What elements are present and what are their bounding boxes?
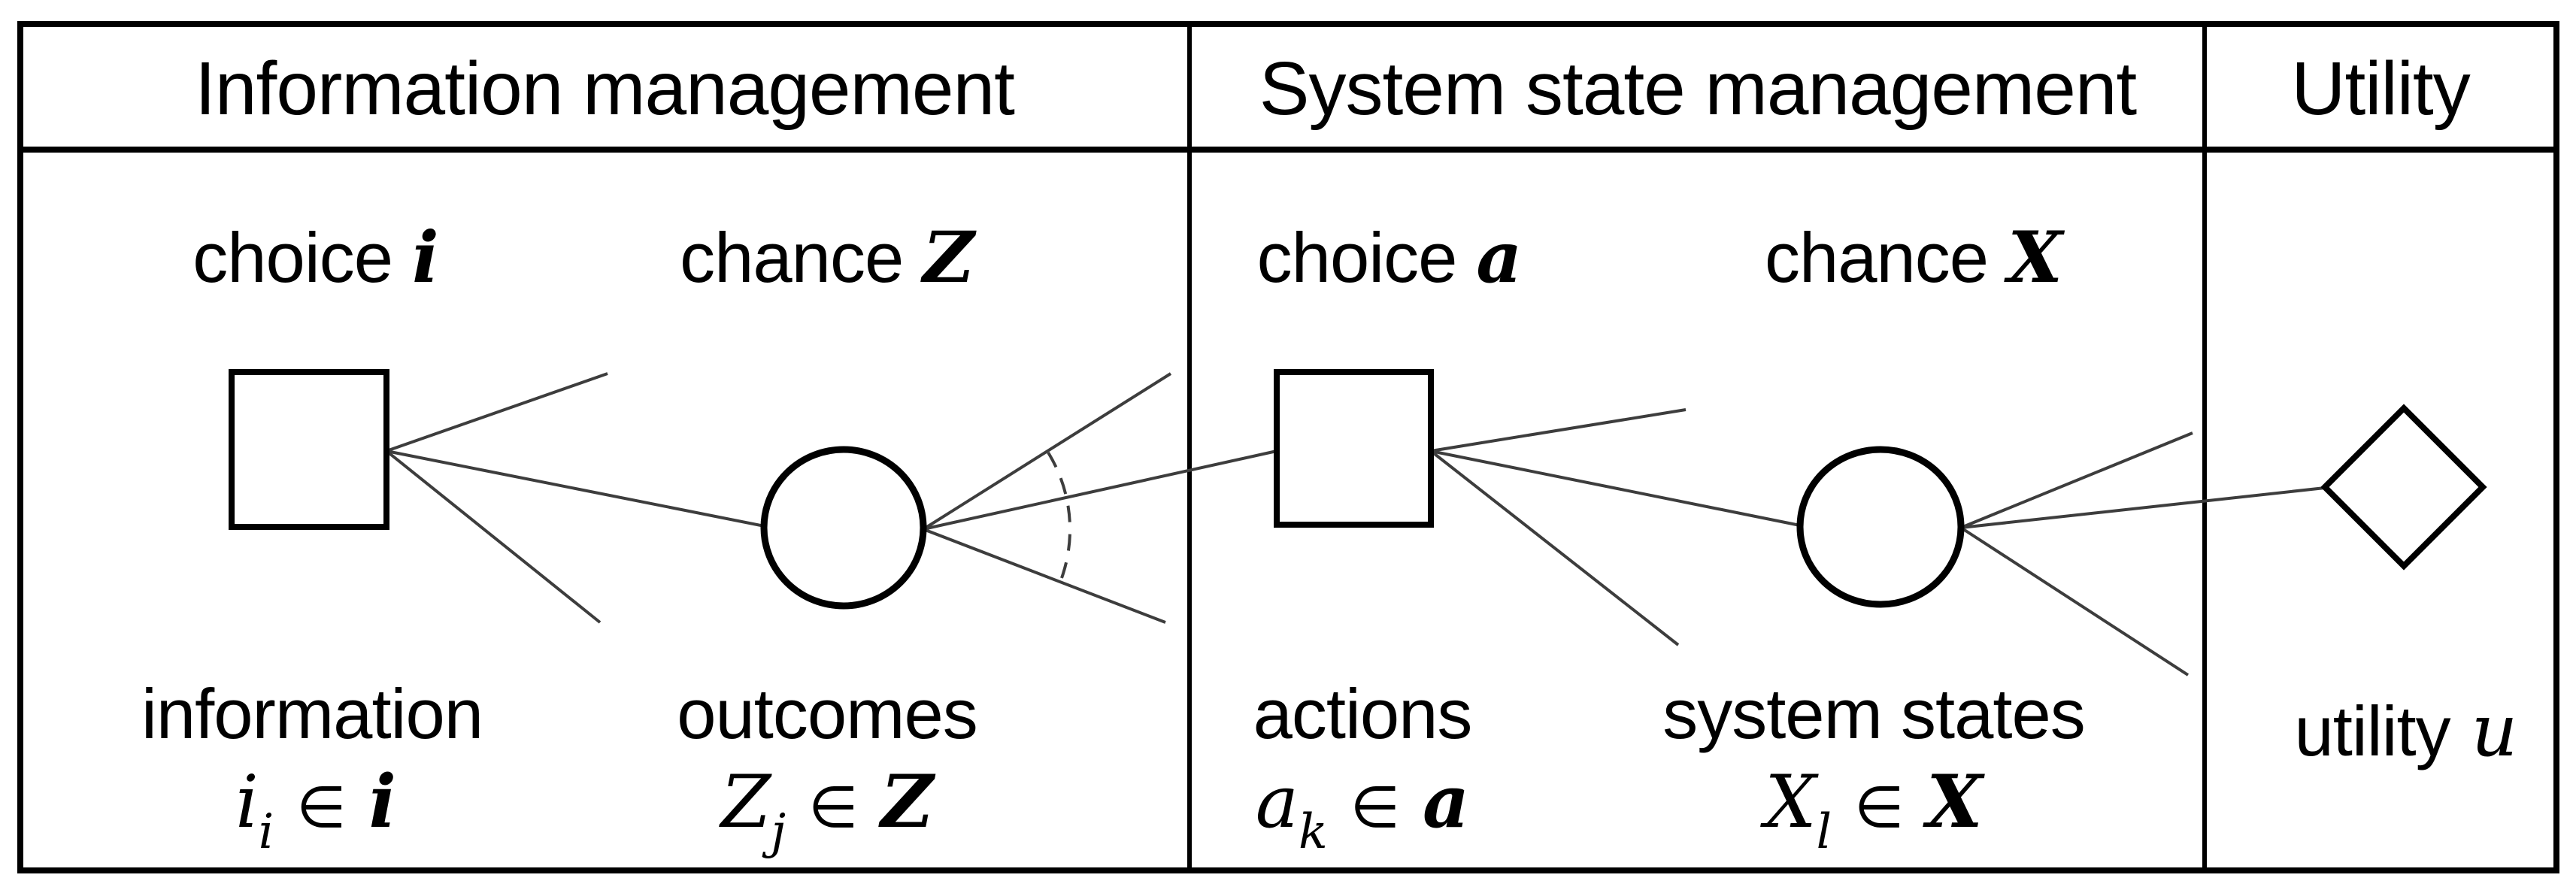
branch-line-to-choice-a <box>923 450 1277 531</box>
branch-line <box>1429 450 1680 646</box>
branch-line-to-chance-x <box>1430 450 1801 527</box>
header-utility: Utility <box>2291 47 2470 131</box>
utility-diamond <box>2320 404 2487 571</box>
continuum-dashed-arc <box>1047 451 1071 579</box>
branch-line-to-utility <box>1960 486 2326 529</box>
caption-information: information <box>141 674 483 753</box>
chance-z-circle <box>760 446 927 610</box>
branch-line <box>1430 408 1687 453</box>
branch-line <box>386 372 608 453</box>
caption-actions: actions <box>1253 674 1472 753</box>
branch-line-to-chance-z <box>386 450 765 528</box>
choice-a-branches <box>1429 408 1801 646</box>
table-outer-border <box>17 21 2559 873</box>
caption-math-z: Zj∈Z <box>719 759 936 860</box>
caption-math-x: Xl∈X <box>1759 759 1985 860</box>
header-system-state-management: System state management <box>1259 47 2138 131</box>
header-information-management: Information management <box>195 47 1015 131</box>
caption-outcomes: outcomes <box>677 674 977 753</box>
chance-x-circle <box>1796 446 1965 608</box>
choice-i-square <box>229 369 389 530</box>
choice-i-branches <box>385 372 765 624</box>
caption-math-i: ii∈i <box>235 759 396 860</box>
branch-line <box>1959 526 2190 677</box>
caption-math-a: ak∈a <box>1256 759 1469 860</box>
branch-line <box>923 528 1166 624</box>
branch-line <box>385 450 602 624</box>
branch-line <box>1960 431 2193 529</box>
caption-system-states: system states <box>1662 674 2085 753</box>
branch-line <box>922 372 1172 531</box>
chance-x-branches <box>1959 431 2326 677</box>
choice-a-square <box>1274 369 1434 528</box>
chance-z-branches <box>922 372 1277 624</box>
